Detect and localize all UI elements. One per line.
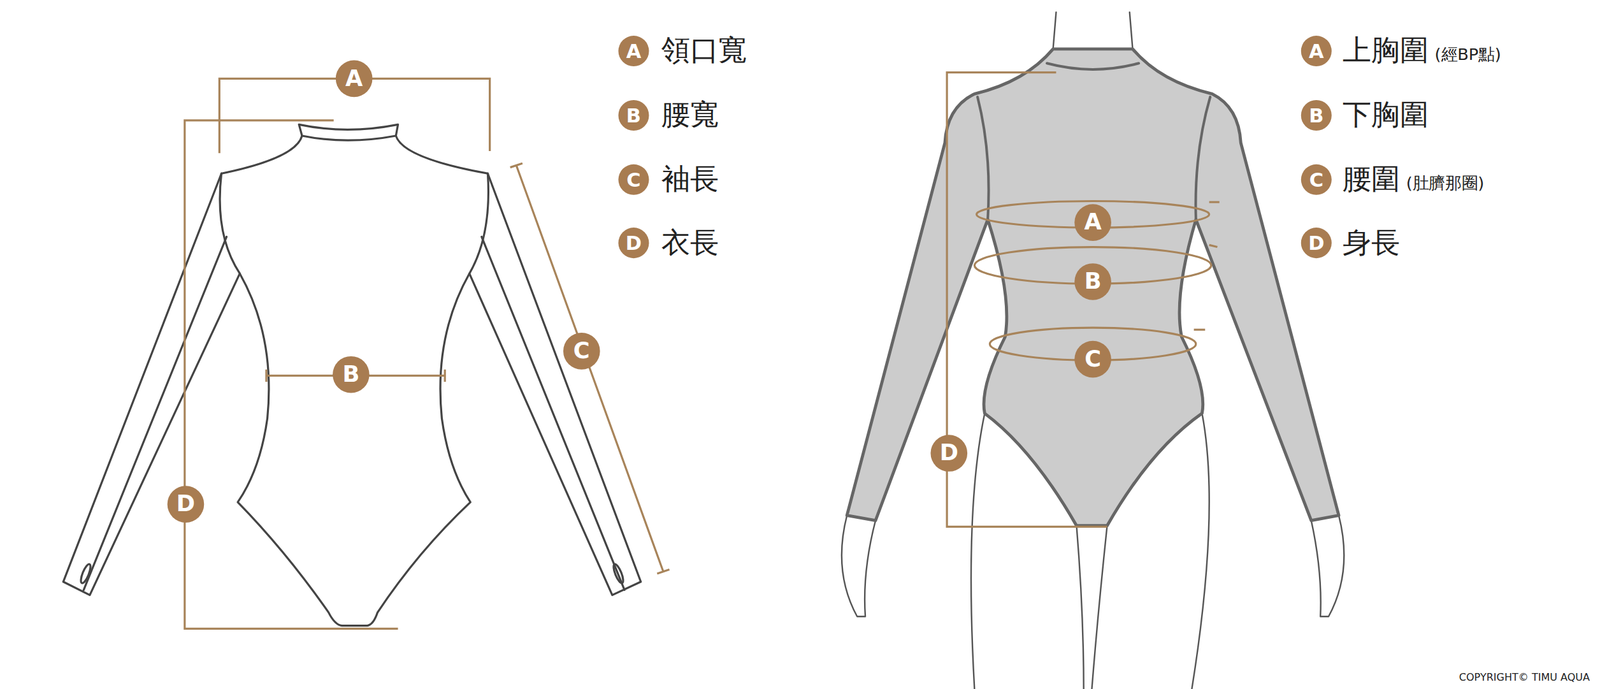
- callout-badge: A: [335, 59, 373, 97]
- callout-badge: A: [618, 35, 649, 67]
- callout-letter: A: [1308, 41, 1325, 61]
- callout-badge: C: [563, 332, 601, 370]
- callout-badge: B: [1301, 100, 1332, 131]
- callout-badge: C: [1074, 340, 1112, 378]
- callout-badge: D: [618, 227, 649, 259]
- measurement-name: 衣長: [661, 226, 719, 259]
- shoulder: [221, 135, 489, 174]
- callout-letter: D: [625, 233, 642, 253]
- callout-badge: B: [332, 356, 370, 394]
- callout-letter: C: [1084, 347, 1102, 371]
- body-outline: [219, 173, 489, 626]
- callout-letter: B: [342, 363, 360, 386]
- callout-badge: C: [618, 164, 649, 195]
- callout-letter: C: [626, 170, 641, 190]
- girth-b-end: [1209, 244, 1218, 247]
- callout-badge: D: [1301, 227, 1332, 259]
- copyright-note: COPYRIGHT© TIMU AQUA: [1459, 670, 1590, 683]
- callout-badge: D: [167, 485, 205, 523]
- collar: [298, 124, 398, 141]
- callout-letter: D: [1308, 233, 1325, 253]
- measurement-name: 腰寬: [661, 99, 719, 131]
- thumb-hole: [611, 562, 626, 584]
- callout-letter: D: [176, 492, 195, 515]
- measurement-name: (肚臍那圈): [1406, 174, 1485, 193]
- neck: [1053, 12, 1133, 50]
- measurement-name: 腰圍: [1342, 163, 1400, 195]
- measurement-name: 領口寬: [661, 35, 748, 67]
- callout-letter: A: [345, 67, 363, 90]
- seams: [977, 63, 1211, 220]
- dimension-lines: [184, 78, 670, 629]
- measurement-name: 袖長: [661, 163, 719, 195]
- callout-badge: B: [618, 100, 649, 131]
- measurement-name: 下胸圍: [1342, 99, 1429, 131]
- callout-badge: A: [1301, 35, 1332, 67]
- callout-letter: D: [939, 441, 959, 464]
- girth-a-end: [1209, 200, 1220, 203]
- girth-lines: [946, 72, 1220, 527]
- callout-letter: B: [1308, 105, 1324, 125]
- girth-c-end: [1194, 328, 1206, 331]
- bodysuit: [846, 49, 1339, 526]
- callout-letter: A: [1083, 210, 1102, 234]
- callout-badge: D: [930, 434, 968, 472]
- callout-badge: C: [1301, 164, 1332, 195]
- measurement-name: 上胸圍: [1342, 35, 1429, 67]
- figure: [841, 12, 1344, 689]
- left-sleeve: [63, 173, 240, 595]
- measurement-name: 身長: [1342, 226, 1400, 259]
- dimension-c: [510, 163, 670, 574]
- callout-letter: C: [573, 339, 591, 362]
- callout-letter: A: [626, 41, 642, 61]
- callout-badge: A: [1074, 203, 1112, 241]
- dimension-d: [946, 72, 1107, 527]
- right-sleeve: [469, 173, 642, 595]
- thumb-hole: [79, 562, 93, 584]
- hands: [841, 515, 1344, 617]
- callout-letter: B: [626, 105, 642, 125]
- measurement-name: (經BP點): [1434, 45, 1502, 64]
- callout-letter: B: [1084, 270, 1102, 293]
- callout-badge: B: [1074, 263, 1112, 301]
- flat-swimsuit: [63, 124, 641, 626]
- callout-letter: C: [1309, 170, 1324, 190]
